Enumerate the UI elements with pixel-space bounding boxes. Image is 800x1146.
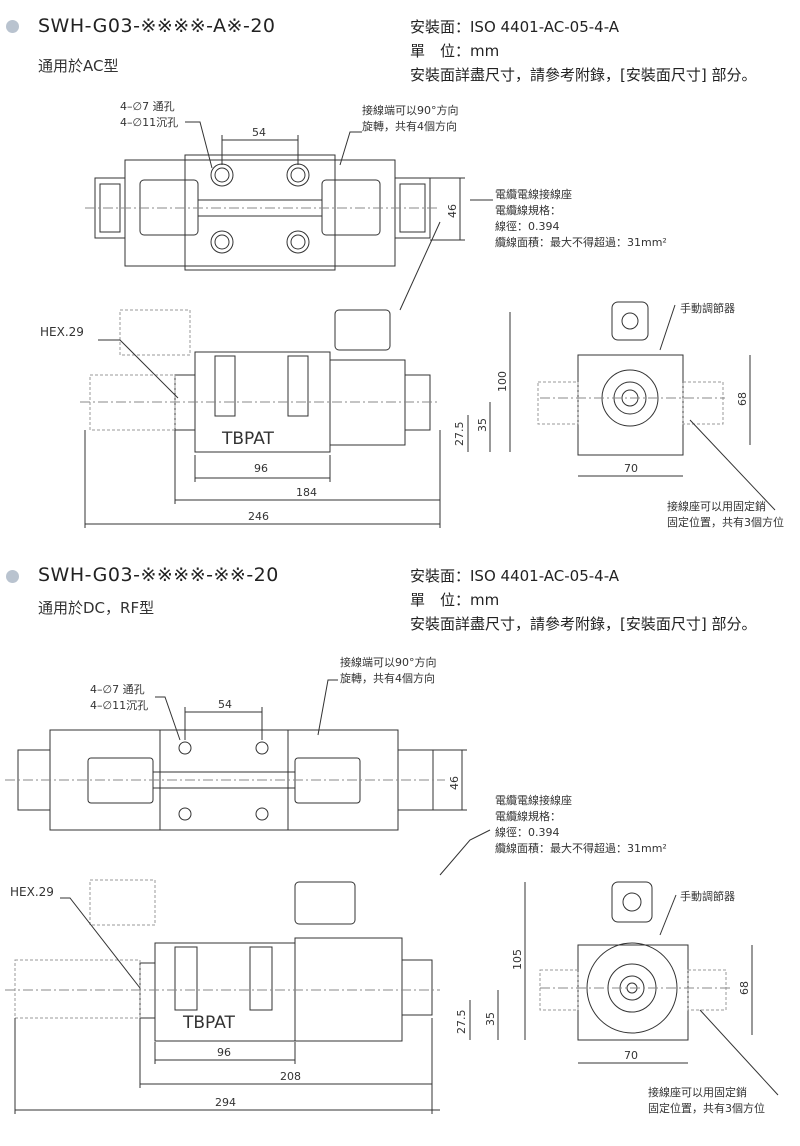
connector-dia: 線徑：0.394 [495,219,560,233]
end-view [537,301,725,456]
dim-46: 46 [448,776,461,790]
connector-dia: 線徑：0.394 [495,825,560,839]
fix-label-2: 固定位置，共有3個方位 [648,1101,765,1115]
connector-title: 電纜電線接線座 [495,187,572,201]
spec-block: 安裝面：ISO 4401-AC-05-4-A 單 位：mm 安裝面詳盡尺寸，請參… [410,564,756,636]
top-view [5,729,445,831]
dim-68: 68 [738,981,751,995]
dim-184: 184 [296,486,317,499]
fix-label-1: 接線座可以用固定銷 [648,1085,747,1099]
spec-note: 安裝面詳盡尺寸，請參考附錄，[安裝面尺寸] 部分。 [410,615,757,633]
dim-100: 100 [496,371,509,392]
drawing-dc: 4–∅7 通孔 4–∅11沉孔 54 接線端可以90°方向 旋轉，共有4個方向 … [5,655,779,1115]
hex-label: HEX.29 [40,325,84,339]
holes-label-2: 4–∅11沉孔 [120,116,178,129]
dim-96: 96 [217,1046,231,1059]
side-view [5,879,440,1042]
side-view [80,309,440,453]
dim-35: 35 [476,418,489,432]
dim-54: 54 [252,126,266,139]
brand-label: TBPAT [221,429,275,449]
manual-label: 手動調節器 [680,889,735,903]
dim-246: 246 [248,510,269,523]
dim-96: 96 [254,462,268,475]
holes-label-1: 4–∅7 通孔 [120,100,175,113]
spec-block: 安裝面：ISO 4401-AC-05-4-A 單 位：mm 安裝面詳盡尺寸，請參… [410,15,756,87]
model-title: SWH-G03-※※※※-A※-20 [38,15,276,37]
terminal-label-2: 旋轉，共有4個方向 [340,671,435,685]
brand-label: TBPAT [182,1013,236,1033]
hex-label: HEX.29 [10,885,54,899]
terminal-label-1: 接線端可以90°方向 [340,655,437,669]
dim-54: 54 [218,698,232,711]
model-title: SWH-G03-※※※※-※※-20 [38,564,279,586]
dim-35: 35 [484,1012,497,1026]
dim-105: 105 [511,949,524,970]
manual-label: 手動調節器 [680,301,735,315]
connector-spec: 電纜線規格： [495,203,561,217]
dim-208: 208 [280,1070,301,1083]
model-subtitle: 通用於DC，RF型 [38,599,155,617]
bullet-icon [6,570,19,583]
connector-spec: 電纜線規格： [495,809,561,823]
spec-note: 安裝面詳盡尺寸，請參考附錄，[安裝面尺寸] 部分。 [410,66,757,84]
bullet-icon [6,20,19,33]
dim-70: 70 [624,1049,638,1062]
dim-294: 294 [215,1096,236,1109]
spec-mount: 安裝面：ISO 4401-AC-05-4-A [410,567,620,585]
holes-label-1: 4–∅7 通孔 [90,683,145,696]
fix-label-2: 固定位置，共有3個方位 [667,515,784,529]
model-subtitle: 通用於AC型 [38,57,119,75]
spec-mount: 安裝面：ISO 4401-AC-05-4-A [410,18,620,36]
section-dc: SWH-G03-※※※※-※※-20 通用於DC，RF型 安裝面：ISO 440… [0,564,800,1146]
dim-27-5: 27.5 [453,422,466,447]
spec-unit: 單 位：mm [410,591,500,609]
dim-46: 46 [446,204,459,218]
end-view [539,881,730,1041]
terminal-label-2: 旋轉，共有4個方向 [362,119,457,133]
drawing-ac: 4–∅7 通孔 4–∅11沉孔 54 接線端可以90°方向 旋轉，共有4個方向 … [40,100,784,529]
connector-area: 纜線面積：最大不得超過：31mm² [495,841,667,855]
terminal-label-1: 接線端可以90°方向 [362,103,459,117]
dim-70: 70 [624,462,638,475]
connector-area: 纜線面積：最大不得超過：31mm² [495,235,667,249]
section-ac: SWH-G03-※※※※-A※-20 通用於AC型 安裝面：ISO 4401-A… [0,0,800,570]
spec-unit: 單 位：mm [410,42,500,60]
top-view [85,154,440,271]
dim-68: 68 [736,392,749,406]
fix-label-1: 接線座可以用固定銷 [667,499,766,513]
holes-label-2: 4–∅11沉孔 [90,699,148,712]
connector-title: 電纜電線接線座 [495,793,572,807]
dim-27-5: 27.5 [455,1010,468,1035]
